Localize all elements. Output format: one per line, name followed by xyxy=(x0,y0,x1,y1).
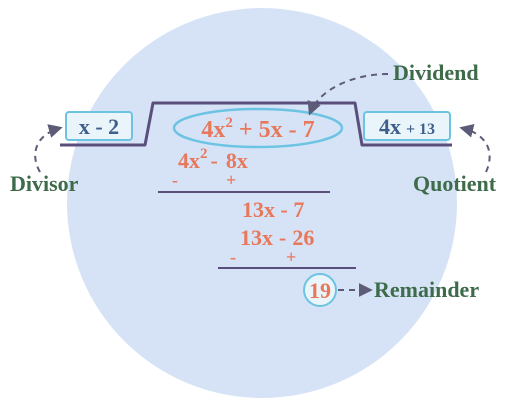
step3-sign-plus: + xyxy=(286,247,296,267)
dividend-expression: 4x2 + 5x - 7 xyxy=(201,115,314,143)
division-bracket xyxy=(60,101,452,147)
divisor-text: x - 2 xyxy=(79,114,119,139)
step3-expression: 13x-26 xyxy=(240,225,314,250)
dividend-arrow xyxy=(307,73,389,116)
quotient-label: Quotient xyxy=(413,171,497,196)
background-circle xyxy=(67,8,457,398)
remainder-value: 19 xyxy=(309,278,331,303)
step1-term2: 8x xyxy=(226,148,248,173)
step1-operator: - xyxy=(211,148,218,173)
quotient-text: 4x + 13 xyxy=(379,114,435,139)
step2-expression: 13x - 7 xyxy=(242,197,304,222)
step1-sign-plus: + xyxy=(226,170,236,190)
divisor-arrow xyxy=(34,124,63,173)
dividend-ellipse xyxy=(172,107,344,149)
step3-operator: - xyxy=(279,225,286,250)
divisor-label: Divisor xyxy=(10,171,79,196)
step3-term2: 26 xyxy=(292,225,314,250)
dividend-label: Dividend xyxy=(393,60,479,85)
quotient-box xyxy=(363,111,451,141)
dividend-term1: 4x xyxy=(201,117,225,143)
quotient-lead: 4x xyxy=(379,114,401,139)
step3-term1: 13x xyxy=(240,225,273,250)
step1-expression: 4x2-8x xyxy=(178,146,248,173)
step1-sign-minus: - xyxy=(172,170,178,190)
step1-term1: 4x xyxy=(178,148,200,173)
quotient-arrow xyxy=(459,123,491,173)
remainder-label: Remainder xyxy=(374,277,479,302)
dividend-rest: + 5x - 7 xyxy=(239,117,315,143)
dividend-exponent: 2 xyxy=(225,115,233,131)
step1-exponent: 2 xyxy=(200,146,208,162)
quotient-tail: + 13 xyxy=(406,121,435,138)
step3-sign-minus: - xyxy=(230,247,236,267)
remainder-circle xyxy=(303,273,337,307)
divisor-box xyxy=(65,111,133,141)
